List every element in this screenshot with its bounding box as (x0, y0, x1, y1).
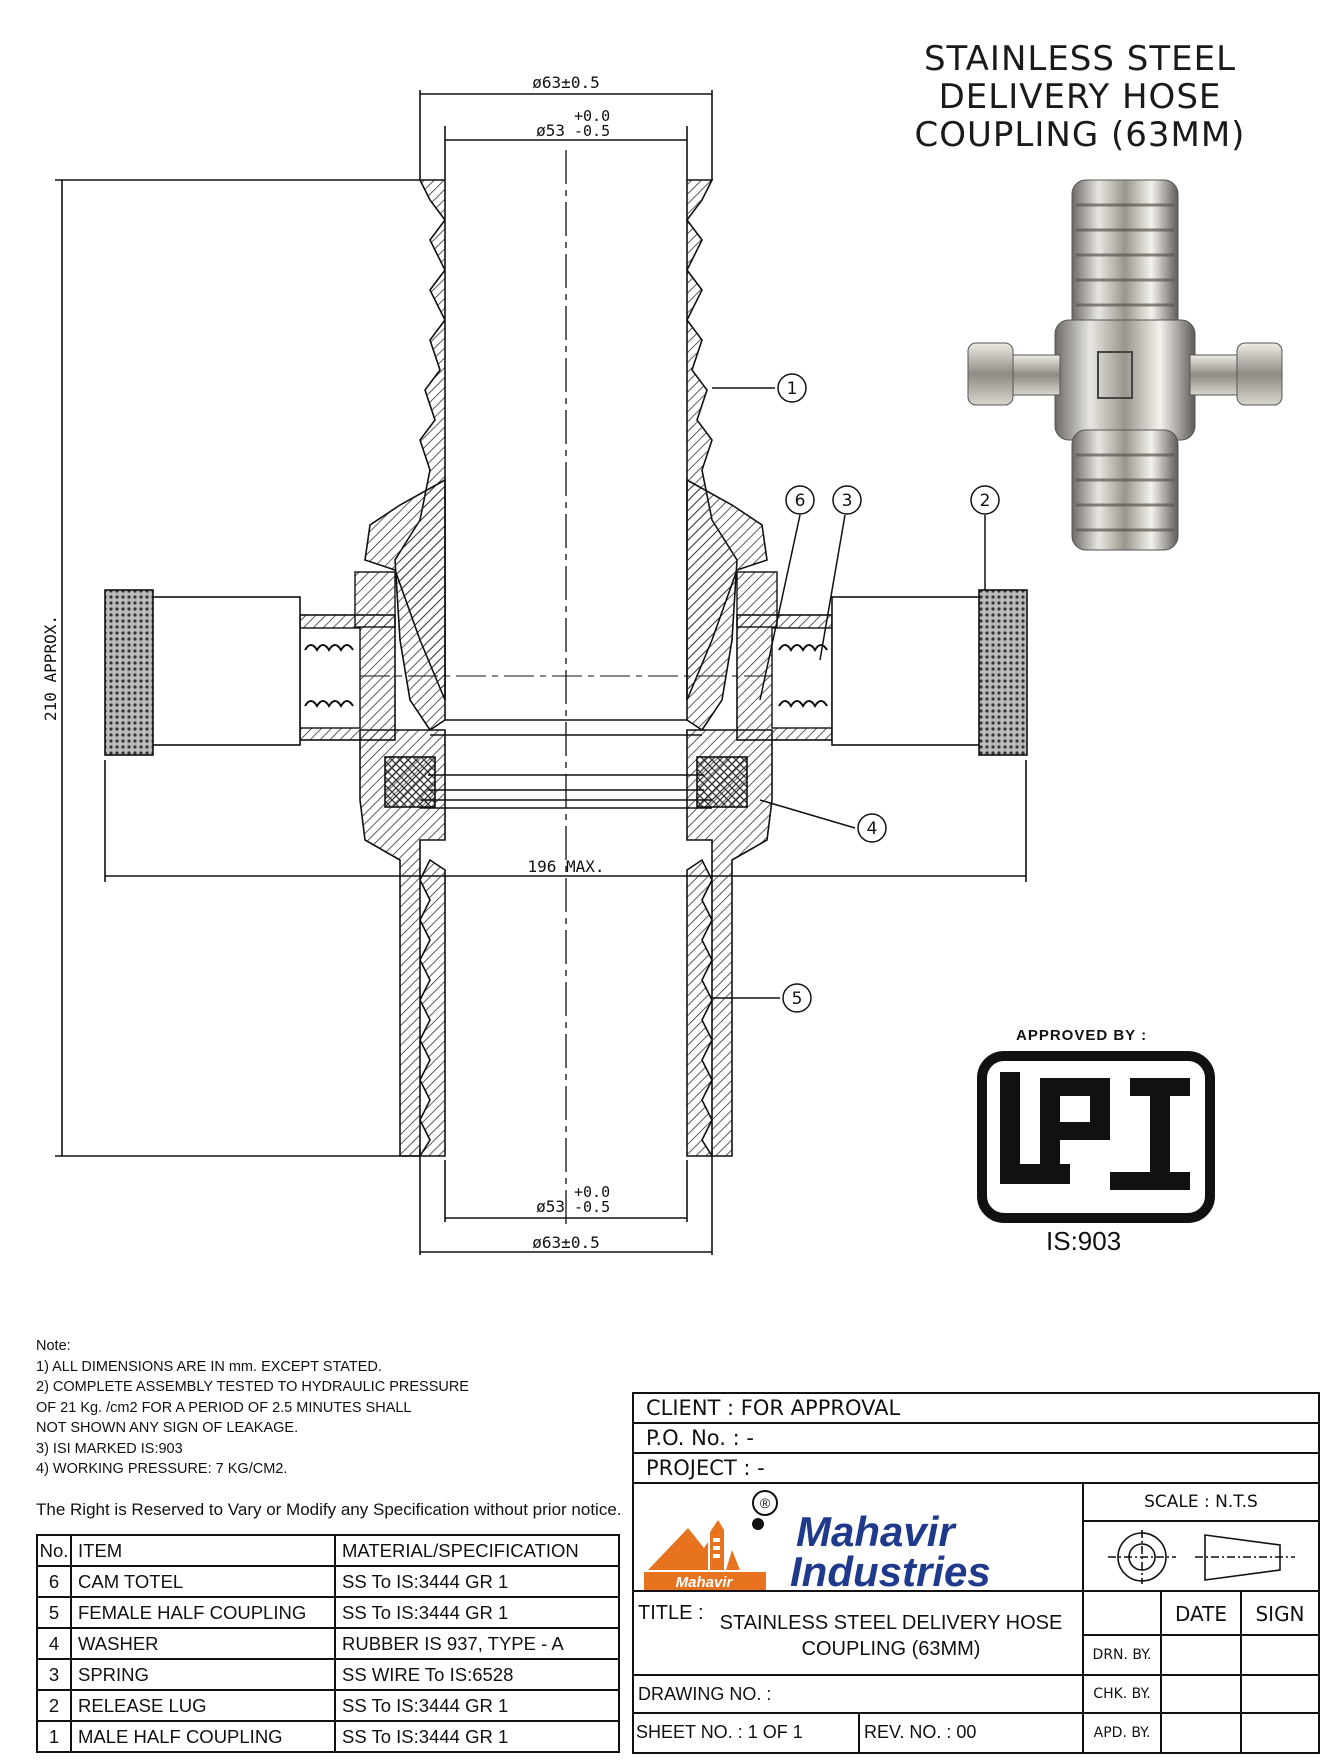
dim-top-tol-plus: +0.0 (574, 107, 610, 125)
bom-no: 5 (36, 1596, 72, 1629)
assembly-drawing: ø63±0.5 ø53 +0.0 -0.5 ø53 +0.0 -0.5 ø63±… (41, 73, 1283, 1255)
approved-by-label: APPROVED BY : (1016, 1027, 1148, 1044)
isi-standard-label: IS:903 (1046, 1226, 1122, 1256)
dim-bottom-outer: ø63±0.5 (532, 1233, 599, 1252)
first-angle-projection-icon (1108, 1530, 1295, 1584)
bom-material: RUBBER IS 937, TYPE - A (334, 1627, 620, 1660)
bom-item: CAM TOTEL (70, 1565, 336, 1598)
dim-height: 210 APPROX. (41, 615, 60, 721)
drn-by-label: DRN. BY. (1092, 1647, 1152, 1663)
bom-no: 2 (36, 1689, 72, 1722)
bom-material: SS To IS:3444 GR 1 (334, 1689, 620, 1722)
bom-no: 4 (36, 1627, 72, 1660)
note-line: 1) ALL DIMENSIONS ARE IN mm. EXCEPT STAT… (36, 1358, 382, 1375)
dim-top-outer: ø63±0.5 (532, 73, 599, 92)
notes-block: Note: 1) ALL DIMENSIONS ARE IN mm. EXCEP… (36, 1336, 469, 1480)
bom-item: WASHER (70, 1627, 336, 1660)
project-field: PROJECT : - (646, 1456, 765, 1480)
sheet-title: STAINLESS STEEL DELIVERY HOSE COUPLING (… (860, 40, 1300, 154)
grid-cell (1082, 1590, 1162, 1636)
balloon-6: 6 (795, 491, 806, 511)
dim-bottom-inner: ø53 (536, 1197, 565, 1216)
note-line: OF 21 Kg. /cm2 FOR A PERIOD OF 2.5 MINUT… (36, 1399, 412, 1416)
dim-top-tol-minus: -0.5 (574, 122, 610, 140)
logo-dot (752, 1518, 764, 1530)
table-row: 2 RELEASE LUG SS To IS:3444 GR 1 (36, 1689, 620, 1722)
table-row: 4 WASHER RUBBER IS 937, TYPE - A (36, 1627, 620, 1660)
bom-material: SS WIRE To IS:6528 (334, 1658, 620, 1691)
balloon-3: 3 (842, 491, 853, 511)
grid-cell (1240, 1634, 1320, 1676)
apd-by-label: APD. BY. (1093, 1725, 1151, 1741)
logo-wordmark: Mahavir (675, 1574, 733, 1591)
sign-header: SIGN (1255, 1602, 1305, 1626)
client-field: CLIENT : FOR APPROVAL (646, 1396, 901, 1420)
company-name-line2: Industries (790, 1548, 991, 1595)
table-row: 3 SPRING SS WIRE To IS:6528 (36, 1658, 620, 1691)
sheet-title-line: COUPLING (63MM) (914, 115, 1246, 155)
scale-label: SCALE : N.T.S (1144, 1492, 1258, 1512)
bom-item: MALE HALF COUPLING (70, 1720, 336, 1753)
balloon-1: 1 (787, 379, 798, 399)
table-row: 1 MALE HALF COUPLING SS To IS:3444 GR 1 (36, 1720, 620, 1753)
bom-item: FEMALE HALF COUPLING (70, 1596, 336, 1629)
registered-mark: ® (752, 1490, 778, 1516)
note-line: 3) ISI MARKED IS:903 (36, 1440, 183, 1457)
title-label: TITLE : (638, 1602, 704, 1624)
sheet-title-line: STAINLESS STEEL (923, 39, 1237, 79)
grid-cell (1160, 1674, 1242, 1714)
balloon-4: 4 (867, 819, 878, 839)
balloon-5: 5 (792, 989, 803, 1009)
bom-material: SS To IS:3444 GR 1 (334, 1596, 620, 1629)
po-field: P.O. No. : - (646, 1426, 754, 1450)
mahavir-logo-icon (644, 1520, 766, 1590)
bom-item: SPRING (70, 1658, 336, 1691)
company-name-line1: Mahavir (796, 1508, 955, 1555)
note-line: 4) WORKING PRESSURE: 7 KG/CM2. (36, 1461, 288, 1477)
dim-top-inner: ø53 (536, 121, 565, 140)
grid-cell (1240, 1674, 1320, 1714)
bom-material: SS To IS:3444 GR 1 (334, 1720, 620, 1753)
bom-header-row: No. ITEM MATERIAL/SPECIFICATION (36, 1534, 620, 1567)
bom-no: 6 (36, 1565, 72, 1598)
note-line: NOT SHOWN ANY SIGN OF LEAKAGE. (36, 1420, 299, 1436)
bill-of-materials: No. ITEM MATERIAL/SPECIFICATION 6 CAM TO… (36, 1534, 620, 1753)
dim-bottom-tol-plus: +0.0 (574, 1183, 610, 1201)
reserved-notice: The Right is Reserved to Vary or Modify … (36, 1500, 622, 1519)
date-header: DATE (1174, 1602, 1228, 1626)
sheet-no-label: SHEET NO. : 1 OF 1 (636, 1722, 803, 1742)
isi-mark-logo (977, 1051, 1215, 1223)
bom-header-no: No. (36, 1534, 72, 1567)
grid-cell (1160, 1634, 1242, 1676)
rev-no-label: REV. NO. : 00 (864, 1722, 977, 1742)
drawing-no-label: DRAWING NO. : (638, 1684, 772, 1704)
notes-heading: Note: (36, 1338, 71, 1354)
grid-cell (1160, 1712, 1242, 1754)
balloon-2: 2 (980, 491, 991, 511)
bom-no: 3 (36, 1658, 72, 1691)
table-row: 5 FEMALE HALF COUPLING SS To IS:3444 GR … (36, 1596, 620, 1629)
title-line-1: STAINLESS STEEL DELIVERY HOSE (719, 1612, 1063, 1634)
product-photo (967, 179, 1283, 551)
bom-no: 1 (36, 1720, 72, 1753)
bom-material: SS To IS:3444 GR 1 (334, 1565, 620, 1598)
bom-header-item: ITEM (70, 1534, 336, 1567)
grid-cell (1240, 1712, 1320, 1754)
note-line: 2) COMPLETE ASSEMBLY TESTED TO HYDRAULIC… (36, 1379, 469, 1395)
table-row: 6 CAM TOTEL SS To IS:3444 GR 1 (36, 1565, 620, 1598)
bom-item: RELEASE LUG (70, 1689, 336, 1722)
title-line-2: COUPLING (63MM) (801, 1638, 981, 1660)
dim-bottom-tol-minus: -0.5 (574, 1198, 610, 1216)
chk-by-label: CHK. BY. (1093, 1686, 1151, 1702)
bom-header-material: MATERIAL/SPECIFICATION (334, 1534, 620, 1567)
dim-width: 196 MAX. (527, 857, 604, 876)
sheet-title-line: DELIVERY HOSE (938, 77, 1222, 117)
